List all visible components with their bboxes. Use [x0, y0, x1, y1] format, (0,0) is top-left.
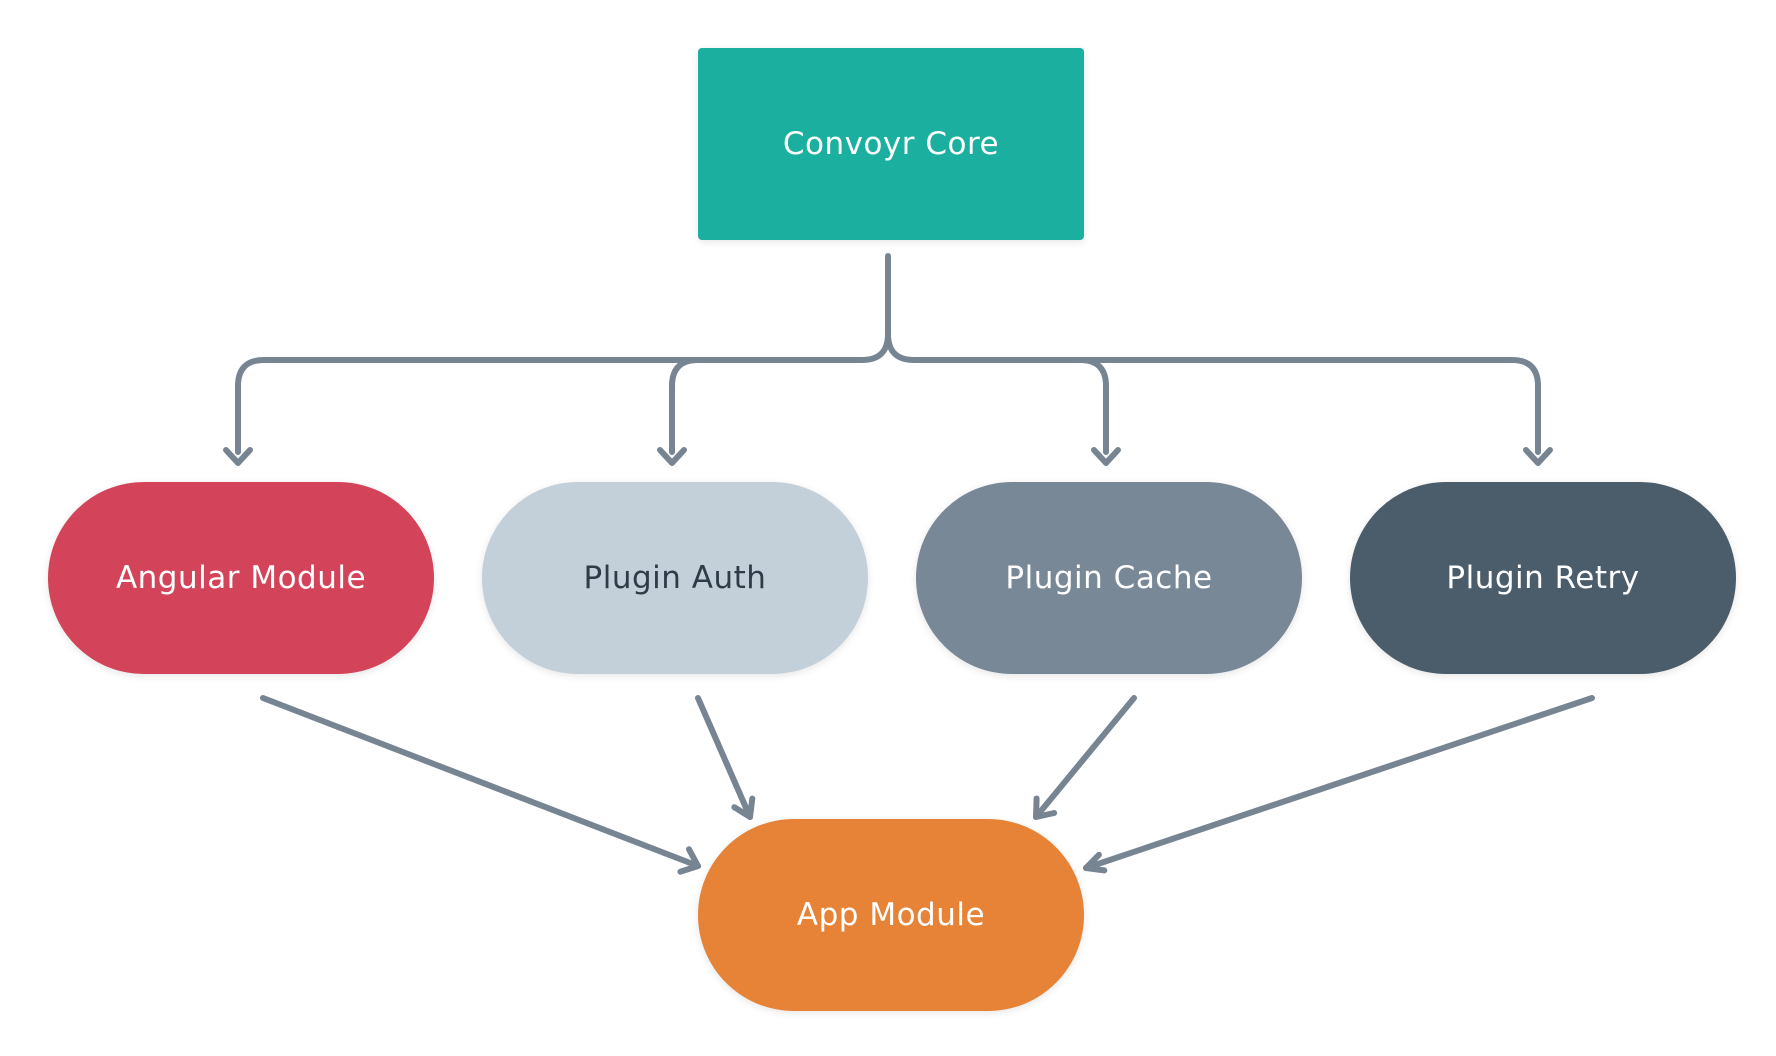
arrowhead-retry-to-app [1083, 851, 1108, 874]
plugin-cache-label: Plugin Cache [1005, 560, 1213, 596]
edge-cache-to-app [1033, 695, 1137, 820]
plugin-cache-node: Plugin Cache [916, 482, 1302, 674]
arrowhead-angular-to-app [677, 846, 701, 875]
plugin-auth-label: Plugin Auth [583, 560, 767, 596]
branch-cache-line [1077, 357, 1109, 455]
arrowhead-cache [1091, 447, 1121, 466]
arrowhead-auth-to-app [731, 795, 756, 820]
convoyr-core-node: Convoyr Core [698, 48, 1084, 240]
arrowhead-angular [223, 447, 253, 466]
arrowhead-cache-to-app [1033, 795, 1058, 820]
angular-module-label: Angular Module [115, 560, 367, 596]
edge-auth-to-app [695, 695, 753, 820]
app-module-label: App Module [796, 897, 986, 933]
branch-auth-line [669, 357, 701, 455]
plugin-retry-node: Plugin Retry [1350, 482, 1736, 674]
edge-angular-to-app [260, 695, 701, 869]
arrowhead-retry [1523, 447, 1553, 466]
bus-left-line [235, 331, 891, 455]
app-module-node: App Module [698, 819, 1084, 1011]
bus-right-line [885, 331, 1541, 455]
arrowhead-auth [657, 447, 687, 466]
angular-module-node: Angular Module [48, 482, 434, 674]
plugin-auth-node: Plugin Auth [482, 482, 868, 674]
convoyr-core-label: Convoyr Core [782, 126, 1000, 162]
edge-retry-to-app [1083, 695, 1595, 871]
plugin-retry-label: Plugin Retry [1446, 560, 1640, 596]
